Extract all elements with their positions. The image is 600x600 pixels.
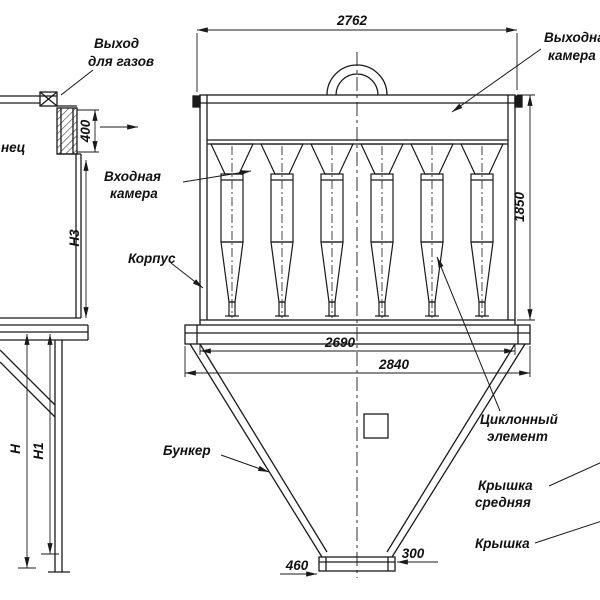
flange-label-partial: нец <box>1 140 26 155</box>
dimension-400: 400 <box>78 119 93 143</box>
dimension-h3: Н3 <box>67 229 82 247</box>
inlet-chamber-label-line1: Входная <box>104 169 161 184</box>
inlet-chamber-label-line2: камера <box>110 186 158 201</box>
front-view-dimension-lines <box>184 27 535 577</box>
leader-cyclone-element <box>436 256 501 412</box>
leader-cover-middle <box>548 462 600 487</box>
leader-cover <box>534 521 600 544</box>
leader-outlet-chamber <box>451 48 542 113</box>
leader-line <box>60 69 94 96</box>
hopper-access-hatch <box>363 413 389 439</box>
dimension-300: 300 <box>402 546 425 561</box>
outlet-chamber-label-line1: Выходная <box>544 30 600 45</box>
leader-hopper <box>220 454 270 473</box>
cyclone-element <box>260 143 304 319</box>
dimension-2690: 2690 <box>324 335 356 350</box>
cyclone-element <box>360 143 404 319</box>
casing-label: Корпус <box>128 251 176 266</box>
leader-casing <box>170 262 204 289</box>
left-side-view <box>0 69 138 573</box>
dimension-h: Н <box>8 444 23 454</box>
corner-flange-left <box>192 95 201 108</box>
annotations: Выход для газов нец 400 Н3 Н Н1 Выходная… <box>1 13 600 573</box>
dimension-2762: 2762 <box>336 13 368 28</box>
hopper-label: Бункер <box>163 443 211 458</box>
leader-inlet-chamber <box>182 170 252 183</box>
dimension-h1: Н1 <box>31 442 46 459</box>
left-view-body-outline <box>0 91 89 573</box>
cyclone-element-label-line2: элемент <box>487 429 548 444</box>
cyclone-element-label-line1: Циклонный <box>480 412 559 427</box>
front-view <box>170 27 600 578</box>
leader-lines <box>170 48 600 544</box>
left-view-dimension-lines <box>18 109 99 569</box>
casing-outline <box>192 94 523 321</box>
cover-middle-label-line2: средняя <box>475 495 531 510</box>
cyclone-element <box>460 143 504 319</box>
corner-flange-right <box>514 95 523 108</box>
dimension-460: 460 <box>285 558 309 573</box>
cyclone-element <box>310 143 354 319</box>
gas-outlet-arrows <box>60 69 138 130</box>
cyclone-element <box>210 143 254 319</box>
cover-middle-label-line1: Крышка <box>478 478 533 493</box>
cover-label: Крышка <box>475 536 530 551</box>
dimension-1850: 1850 <box>512 191 527 222</box>
hopper-flange <box>184 320 531 345</box>
gas-outlet-label-line1: Выход <box>94 36 139 51</box>
dimension-2840: 2840 <box>378 357 410 372</box>
cyclone-element <box>410 143 454 319</box>
gas-outlet-label-line2: для газов <box>88 54 154 69</box>
outlet-chamber-label-line2: камера <box>548 48 596 63</box>
flange-section-hatched <box>56 107 78 155</box>
hopper-outline <box>189 343 526 572</box>
